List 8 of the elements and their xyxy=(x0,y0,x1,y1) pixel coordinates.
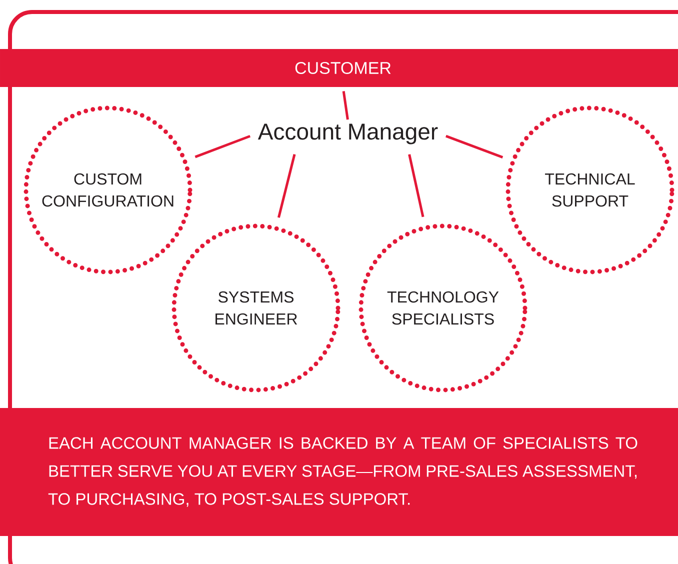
role-label: Account Manager xyxy=(258,124,438,144)
connector-line xyxy=(277,154,296,218)
header-band: CUSTOMER xyxy=(0,49,678,87)
connector-line xyxy=(342,90,349,120)
connector-line xyxy=(194,134,250,158)
caption-band: EACH ACCOUNT MANAGER IS BACKED BY A TEAM OF SPECIALISTS TO BETTER SERVE YOU AT EVERY STAGE—FROM PRE-SALES ASSESSMENT, TO PURCHASING, TO POST-SALES SUPPORT. xyxy=(0,408,678,536)
connector-line xyxy=(408,154,424,218)
connector-line xyxy=(446,134,504,158)
